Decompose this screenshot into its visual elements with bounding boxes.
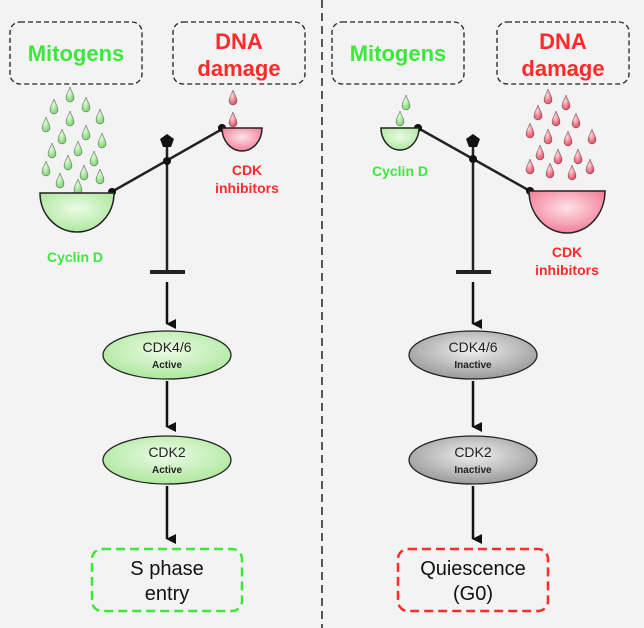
droplet-icon <box>73 140 83 157</box>
cdk-inhibitors-bowl <box>221 127 263 152</box>
dna-damage-drops <box>525 88 597 181</box>
s-phase-entry-box <box>90 547 244 613</box>
cdk-inhibitors-label-line1: CDK <box>232 162 262 178</box>
droplet-icon <box>401 94 411 111</box>
droplet-icon <box>553 148 563 165</box>
balance-pivot-icon <box>466 134 480 147</box>
droplet-icon <box>543 88 553 105</box>
droplet-icon <box>533 104 543 121</box>
cdk-inhibitors-label-line2: inhibitors <box>535 262 599 278</box>
droplet-icon <box>89 150 99 167</box>
dna-damage-box <box>172 21 306 85</box>
mitogens-box <box>9 21 143 85</box>
droplet-icon <box>41 116 51 133</box>
droplet-icon <box>65 86 75 103</box>
droplet-icon <box>525 158 535 175</box>
droplet-icon <box>567 164 577 181</box>
dna-damage-box <box>496 21 630 85</box>
cyclin-d-bowl <box>380 127 420 151</box>
mitogens-label: Mitogens <box>28 41 125 66</box>
droplet-icon <box>571 112 581 129</box>
mitogen-drops <box>41 86 107 195</box>
cdk2-title: CDK2 <box>148 444 186 460</box>
droplet-icon <box>65 110 75 127</box>
mitogen-drops <box>395 94 411 127</box>
outcome-line2: entry <box>145 583 189 605</box>
droplet-icon <box>551 110 561 127</box>
droplet-icon <box>545 162 555 179</box>
droplet-icon <box>55 172 65 189</box>
dna-damage-drops <box>228 89 238 128</box>
cyclin-d-bowl <box>39 192 115 233</box>
droplet-icon <box>543 128 553 145</box>
quiescence-box <box>396 547 550 613</box>
droplet-icon <box>395 110 405 127</box>
dna-damage-label-line1: DNA <box>215 29 263 54</box>
droplet-icon <box>79 164 89 181</box>
cdk-inhibitors-label-line1: CDK <box>552 244 582 260</box>
cyclin-d-label: Cyclin D <box>372 163 428 179</box>
droplet-icon <box>49 98 59 115</box>
cdk2-node <box>102 435 232 485</box>
dna-damage-label-line1: DNA <box>539 29 587 54</box>
droplet-icon <box>73 178 83 195</box>
droplet-icon <box>228 111 238 128</box>
outcome-line2: (G0) <box>453 583 493 605</box>
cdk2-state: Active <box>152 465 182 476</box>
droplet-icon <box>525 122 535 139</box>
cdk-inhibitors-bowl <box>528 190 606 234</box>
droplet-icon <box>81 124 91 141</box>
droplet-icon <box>95 168 105 185</box>
outcome-line1: S phase <box>130 558 203 580</box>
droplet-icon <box>228 89 238 106</box>
cdk2-title: CDK2 <box>454 444 492 460</box>
cyclin-d-label: Cyclin D <box>47 249 103 265</box>
cdk46-node <box>102 330 232 380</box>
droplet-icon <box>47 142 57 159</box>
cdk46-state: Active <box>152 360 182 371</box>
droplet-icon <box>561 94 571 111</box>
beam-joint-center <box>163 157 171 165</box>
droplet-icon <box>535 144 545 161</box>
cdk2-node <box>408 435 538 485</box>
left-panel: Mitogens DNA damage Cyclin D CDK inhibit… <box>9 21 306 613</box>
droplet-icon <box>57 128 67 145</box>
droplet-icon <box>63 154 73 171</box>
cdk2-state: Inactive <box>454 465 492 476</box>
droplet-icon <box>41 160 51 177</box>
mitogens-label: Mitogens <box>350 41 447 66</box>
cdk46-title: CDK4/6 <box>448 339 497 355</box>
droplet-icon <box>97 132 107 149</box>
dna-damage-label-line2: damage <box>521 56 604 81</box>
cdk46-title: CDK4/6 <box>142 339 191 355</box>
droplet-icon <box>585 158 595 175</box>
outcome-line1: Quiescence <box>420 558 526 580</box>
droplet-icon <box>573 148 583 165</box>
droplet-icon <box>587 128 597 145</box>
beam-joint-center <box>469 155 477 163</box>
right-panel: Mitogens DNA damage Cyclin D CDK inhibit… <box>331 21 630 613</box>
droplet-icon <box>81 96 91 113</box>
droplet-icon <box>563 130 573 147</box>
cdk46-node <box>408 330 538 380</box>
mitogens-box <box>331 21 465 85</box>
droplet-icon <box>95 108 105 125</box>
cdk-inhibitors-label-line2: inhibitors <box>215 180 279 196</box>
cdk46-state: Inactive <box>454 360 492 371</box>
balance-pivot-icon <box>160 134 174 147</box>
dna-damage-label-line2: damage <box>197 56 280 81</box>
